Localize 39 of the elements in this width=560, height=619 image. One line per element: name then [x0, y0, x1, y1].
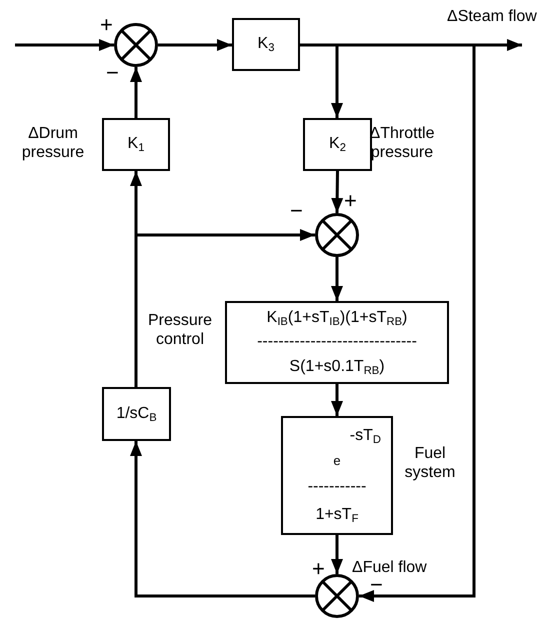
signal-label: ΔDrum pressure [20, 124, 86, 162]
block-text: K$_{1}$ [128, 135, 144, 154]
block-text: K$_{3}$ [258, 35, 274, 54]
summing-junction [315, 574, 359, 618]
block-text: S(1+s0.1T$_{RB}$) [289, 358, 385, 376]
block-text: -sT$_{D}$ [350, 426, 382, 446]
sign-label: − [106, 62, 119, 84]
signal-label: ΔThrottle pressure [368, 124, 436, 162]
sign-label: − [290, 200, 303, 222]
sign-label: − [370, 574, 383, 596]
transfer-function-block [281, 416, 393, 535]
summing-junction [114, 23, 158, 67]
signal-arrow [158, 39, 232, 51]
signal-arrow [331, 170, 344, 214]
signal-arrow [130, 67, 142, 118]
signal-arrow [331, 384, 343, 416]
signal-arrow [331, 257, 343, 301]
sign-label: + [312, 558, 325, 580]
signal-arrow [134, 229, 315, 387]
gain-block [232, 18, 300, 71]
signal-arrow [15, 39, 114, 51]
block-text: e [333, 454, 341, 470]
signal-arrow [331, 535, 343, 574]
block-text: K$_{2}$ [329, 135, 346, 154]
block-text: K$_{IB}$(1+sT$_{IB}$)(1+sT$_{RB}$) [266, 308, 408, 328]
signal-label: Fuel system [404, 444, 456, 482]
block-text: ------------------------------ [257, 333, 417, 352]
block-text: ----------- [308, 478, 366, 497]
transfer-function-block [225, 301, 449, 384]
signal-label: Pressure control [146, 311, 214, 350]
summing-junction [315, 213, 359, 257]
gain-block [102, 118, 170, 171]
gain-block [102, 387, 171, 441]
sign-label: + [100, 14, 113, 36]
signal-arrow [130, 441, 315, 598]
sign-label: + [344, 190, 357, 212]
gain-block [303, 118, 372, 171]
block-text: 1/sC$_{B}$ [116, 404, 157, 424]
block-text: 1+sT$_{F}$ [316, 506, 358, 524]
